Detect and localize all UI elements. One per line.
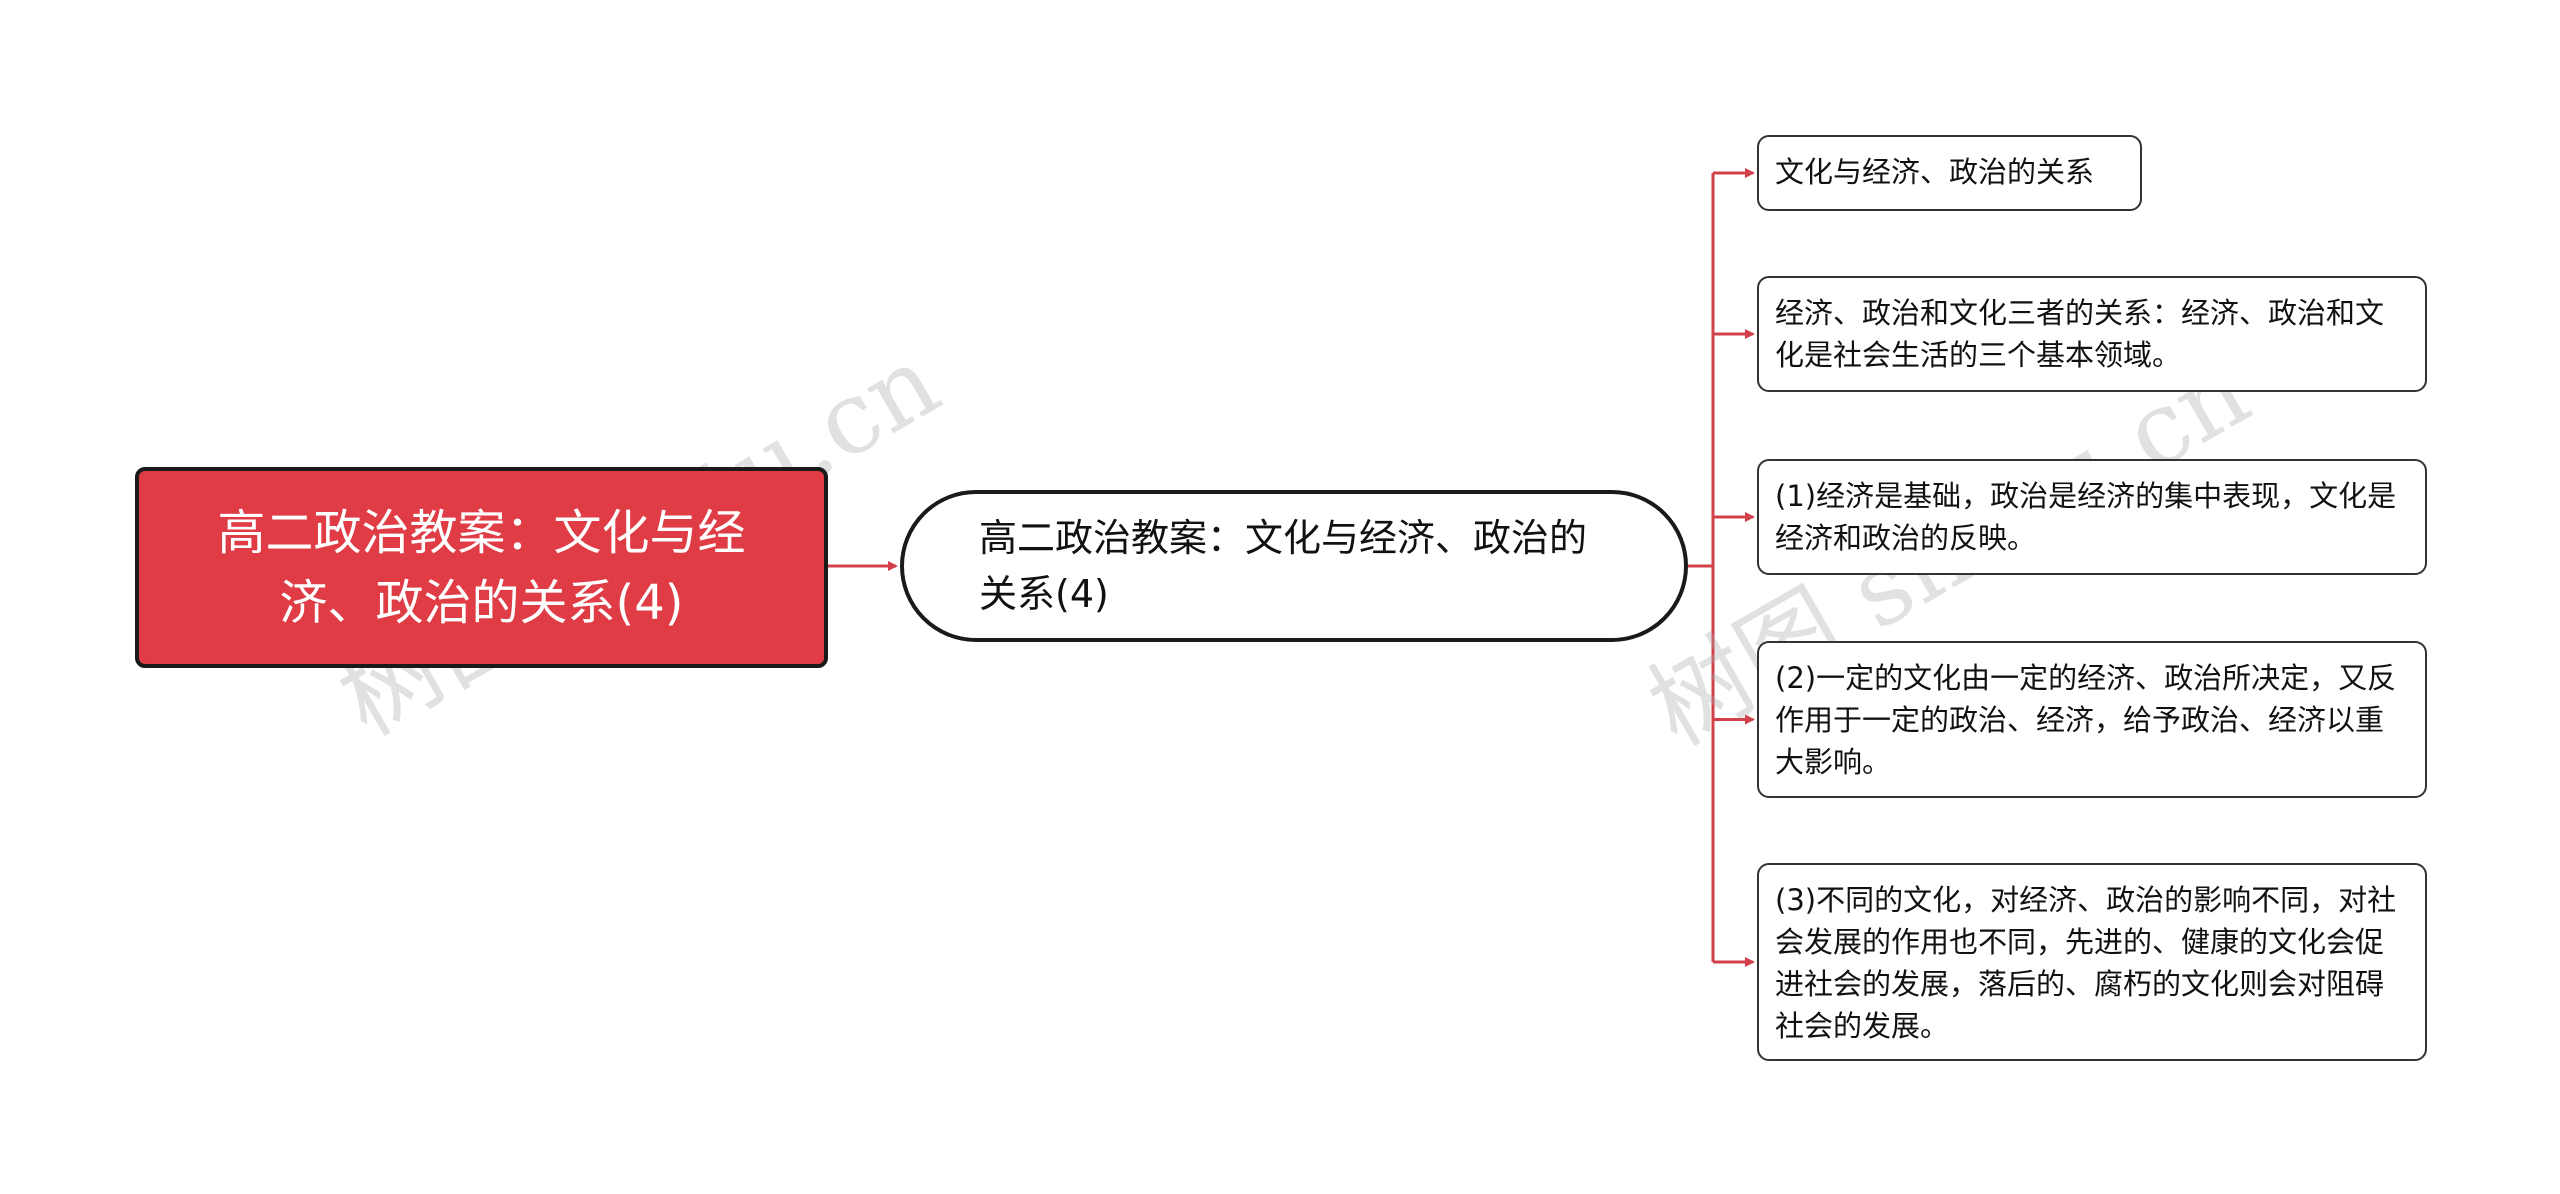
central-topic-node[interactable]: 高二政治教案：文化与经济、政治的关系(4) [900, 490, 1688, 642]
subtopic-label: 文化与经济、政治的关系 [1775, 155, 2095, 189]
subtopic-node-economy-basis[interactable]: (1)经济是基础，政治是经济的集中表现，文化是经济和政治的反映。 [1757, 459, 2427, 575]
subtopic-label: (2)一定的文化由一定的经济、政治所决定，又反作用于一定的政治、经济，给予政治、… [1775, 661, 2397, 779]
subtopic-label: (3)不同的文化，对经济、政治的影响不同，对社会发展的作用也不同，先进的、健康的… [1775, 883, 2397, 1043]
central-topic-label: 高二政治教案：文化与经济、政治的关系(4) [979, 516, 1588, 616]
subtopic-node-different-cultures[interactable]: (3)不同的文化，对经济、政治的影响不同，对社会发展的作用也不同，先进的、健康的… [1757, 863, 2427, 1061]
root-topic-label: 高二政治教案：文化与经济、政治的关系(4) [217, 504, 746, 631]
subtopic-node-culture-reaction[interactable]: (2)一定的文化由一定的经济、政治所决定，又反作用于一定的政治、经济，给予政治、… [1757, 641, 2427, 798]
subtopic-label: (1)经济是基础，政治是经济的集中表现，文化是经济和政治的反映。 [1775, 479, 2397, 555]
subtopic-label: 经济、政治和文化三者的关系：经济、政治和文化是社会生活的三个基本领域。 [1775, 296, 2385, 372]
root-topic-node[interactable]: 高二政治教案：文化与经济、政治的关系(4) [135, 467, 828, 668]
subtopic-node-three-domains[interactable]: 经济、政治和文化三者的关系：经济、政治和文化是社会生活的三个基本领域。 [1757, 276, 2427, 392]
subtopic-node-relation-title[interactable]: 文化与经济、政治的关系 [1757, 135, 2142, 211]
